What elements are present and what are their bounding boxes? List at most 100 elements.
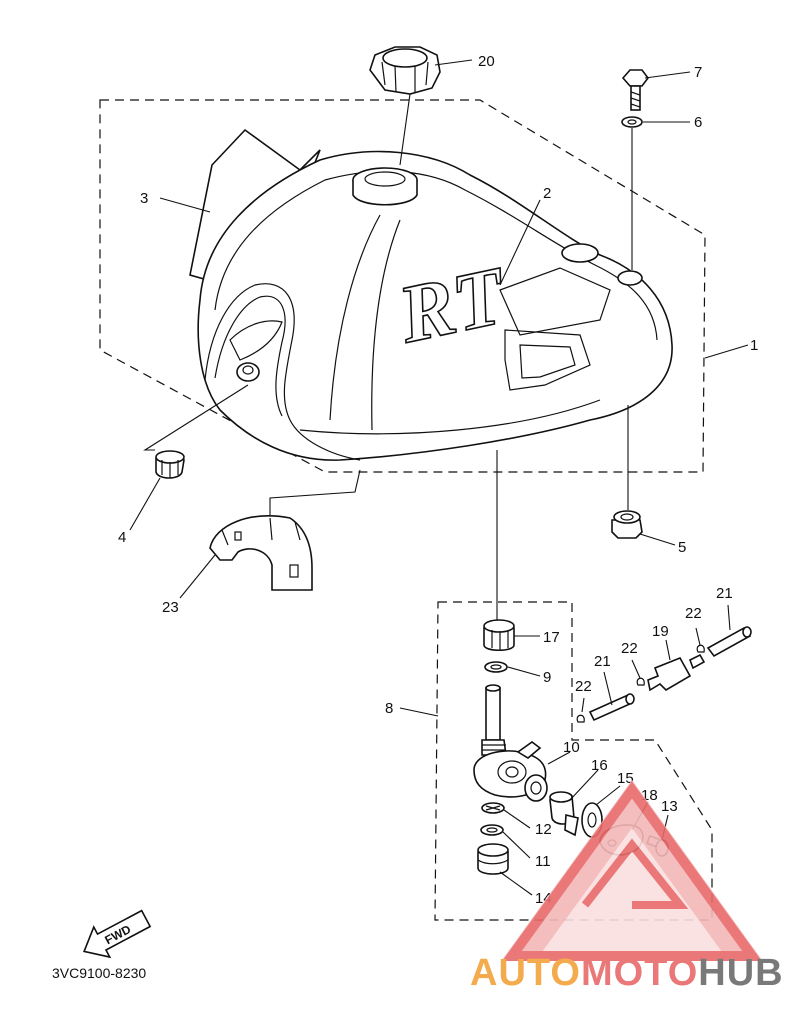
callout-8: 8 xyxy=(385,700,393,717)
lead-16 xyxy=(569,769,599,801)
lead-22b xyxy=(631,659,641,679)
lead-5 xyxy=(639,533,676,546)
callout-7: 7 xyxy=(694,64,702,81)
damper-rear xyxy=(611,510,643,539)
cock-lever-top xyxy=(549,791,573,803)
lead-21b xyxy=(603,671,613,706)
callout-21-lower: 21 xyxy=(594,653,611,670)
tank-protector xyxy=(209,515,313,591)
tank-graphic-lower xyxy=(504,329,591,391)
knee-recess-inner xyxy=(214,295,286,417)
fuel-cock-thread-lines xyxy=(482,744,506,751)
filter-screen-mesh xyxy=(485,805,501,811)
fuel-filter xyxy=(647,653,706,692)
tank-bottom-lip xyxy=(299,399,601,435)
damper-rear-top xyxy=(613,510,641,524)
cap-nut-ribs xyxy=(491,630,509,650)
lead-22c xyxy=(695,627,701,646)
sediment-cup-rim xyxy=(477,859,509,865)
cock-lever-tab xyxy=(564,813,579,837)
cock-lever xyxy=(549,791,579,837)
watermark-logo: AUTOMOTOHUB xyxy=(470,780,784,994)
callout-11: 11 xyxy=(535,853,551,870)
callout-3: 3 xyxy=(140,190,148,207)
lead-22a xyxy=(581,697,585,713)
lead-7 xyxy=(644,71,691,79)
tank-shell-line xyxy=(214,170,658,341)
hose-clip-c xyxy=(696,644,705,653)
sediment-cup-top xyxy=(477,843,509,857)
filler-neck-opening xyxy=(364,171,406,187)
lead-2 xyxy=(499,199,541,286)
bolt-head xyxy=(621,69,649,87)
fuel-hose-lower xyxy=(588,693,635,722)
watermark-triangle-stroke xyxy=(502,781,762,961)
tank-graphic-upper xyxy=(499,267,611,336)
lead-14 xyxy=(499,871,533,896)
callout-4: 4 xyxy=(118,529,126,546)
fuel-hose-upper-end xyxy=(742,626,752,638)
callout-20: 20 xyxy=(478,53,495,70)
tank-ridge xyxy=(329,214,381,421)
hose-clip-b xyxy=(636,677,645,686)
callout-10: 10 xyxy=(563,739,580,756)
washer xyxy=(621,116,643,128)
callout-6: 6 xyxy=(694,114,702,131)
o-ring-11-hole xyxy=(486,827,498,833)
lead-boss-damper xyxy=(143,384,249,451)
callout-16: 16 xyxy=(591,757,608,774)
leader-lines xyxy=(129,59,749,896)
callout-17: 17 xyxy=(543,629,560,646)
tank-body xyxy=(197,150,673,461)
watermark-text-hub: HUB xyxy=(698,952,783,994)
fuel-cock-face xyxy=(497,760,527,784)
o-ring-11 xyxy=(480,824,504,836)
callout-9: 9 xyxy=(543,669,551,686)
forward-arrow: FWD xyxy=(83,909,152,959)
damper-ribs xyxy=(161,460,179,478)
fuel-cap-ribs xyxy=(381,61,429,93)
callout-23: 23 xyxy=(162,599,179,616)
fuel-cap xyxy=(369,46,441,95)
lead-23 xyxy=(179,554,216,599)
filler-neck-side xyxy=(352,180,418,206)
cap-nut xyxy=(483,619,515,652)
fuel-cock-outlet xyxy=(516,741,542,759)
lead-20 xyxy=(434,59,473,66)
lead-21a xyxy=(727,604,731,631)
mount-pocket xyxy=(229,320,283,361)
lead-9 xyxy=(507,666,541,677)
o-ring-9 xyxy=(484,661,508,673)
fuel-cock-pipe xyxy=(485,687,501,741)
lead-10 xyxy=(547,751,571,765)
lead-11 xyxy=(502,831,531,859)
fuel-cock-port xyxy=(505,766,519,778)
mount-boss xyxy=(236,362,260,382)
watermark-text: AUTOMOTOHUB xyxy=(470,952,784,994)
petcock-assembly-boundary xyxy=(434,601,713,921)
tank-assembly-boundary xyxy=(99,99,706,473)
callout-22-c: 22 xyxy=(685,605,702,622)
protector-ribs xyxy=(221,517,301,546)
protector-slot xyxy=(289,564,299,578)
lead-15 xyxy=(595,785,621,806)
mount-bolt xyxy=(621,69,649,111)
lead-tank-protector xyxy=(269,469,361,515)
sediment-cup xyxy=(477,843,509,875)
bolt-threads xyxy=(630,91,641,108)
callout-19: 19 xyxy=(652,623,669,640)
callout-12: 12 xyxy=(535,821,552,838)
cap-nut-top xyxy=(483,619,515,633)
damper-rubber xyxy=(155,450,185,479)
gasket-10-hole xyxy=(530,781,542,795)
callout-15: 15 xyxy=(617,770,634,787)
rear-mount-tab xyxy=(561,243,599,263)
lead-4 xyxy=(129,477,161,531)
tank-ridge-2 xyxy=(371,219,401,431)
damper-top xyxy=(155,450,185,464)
lead-12 xyxy=(503,809,531,829)
o-ring-9-hole xyxy=(490,664,502,670)
watermark-text-moto: MOTO xyxy=(581,952,698,994)
lead-8 xyxy=(399,707,439,717)
